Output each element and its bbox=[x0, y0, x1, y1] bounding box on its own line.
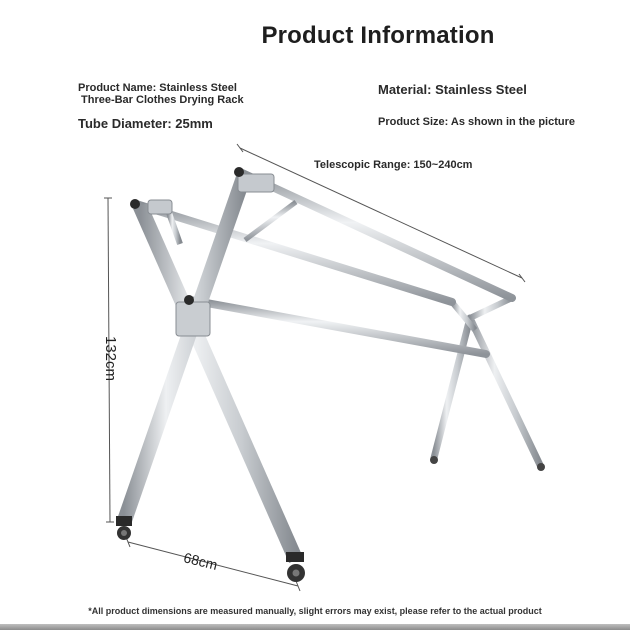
telescopic-range-label: Telescopic Range: 150~240cm bbox=[314, 159, 473, 171]
rack-back-frame bbox=[430, 295, 545, 471]
rack-rails bbox=[132, 168, 516, 358]
rail-end-caps bbox=[130, 167, 244, 305]
bottom-divider-bar bbox=[0, 624, 630, 630]
product-size-label: Product Size: As shown in the picture bbox=[378, 116, 576, 128]
tube-diameter-label: Tube Diameter: 25mm bbox=[78, 116, 213, 131]
product-name-line-1: Product Name: Stainless Steel bbox=[78, 82, 237, 94]
height-dimension-label: 132cm bbox=[102, 335, 120, 382]
caster-wheels bbox=[116, 516, 305, 582]
page-title: Product Information bbox=[261, 22, 495, 49]
measurement-footnote: *All product dimensions are measured man… bbox=[88, 606, 542, 616]
dimension-lines bbox=[104, 143, 526, 592]
product-name-line-2: Three-Bar Clothes Drying Rack bbox=[81, 94, 244, 106]
product-name-label: Product Name: Stainless Steel Three-Bar … bbox=[78, 82, 244, 106]
material-label: Material: Stainless Steel bbox=[378, 82, 527, 97]
rack-front-frame bbox=[116, 173, 303, 564]
